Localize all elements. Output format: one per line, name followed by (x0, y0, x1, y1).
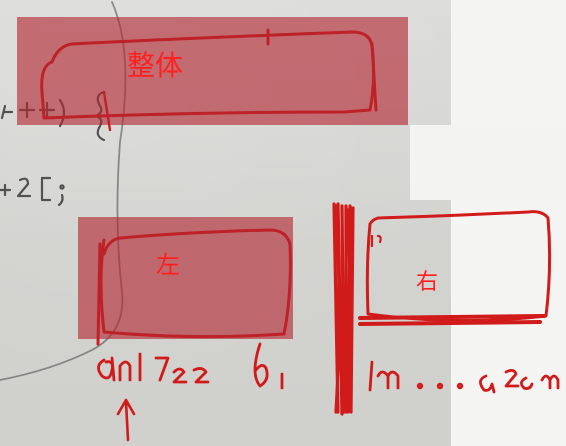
divider-scribble (332, 202, 355, 416)
bottom-formula (97, 342, 560, 394)
whole-highlight (17, 17, 408, 125)
paper-band (410, 125, 566, 200)
right-rectangle (365, 210, 552, 323)
right-label: 右 (416, 270, 439, 295)
left-highlight (78, 217, 293, 339)
left-label: 左 (156, 251, 180, 279)
arrow-up-icon (116, 398, 136, 442)
whole-label: 整体 (127, 49, 184, 82)
